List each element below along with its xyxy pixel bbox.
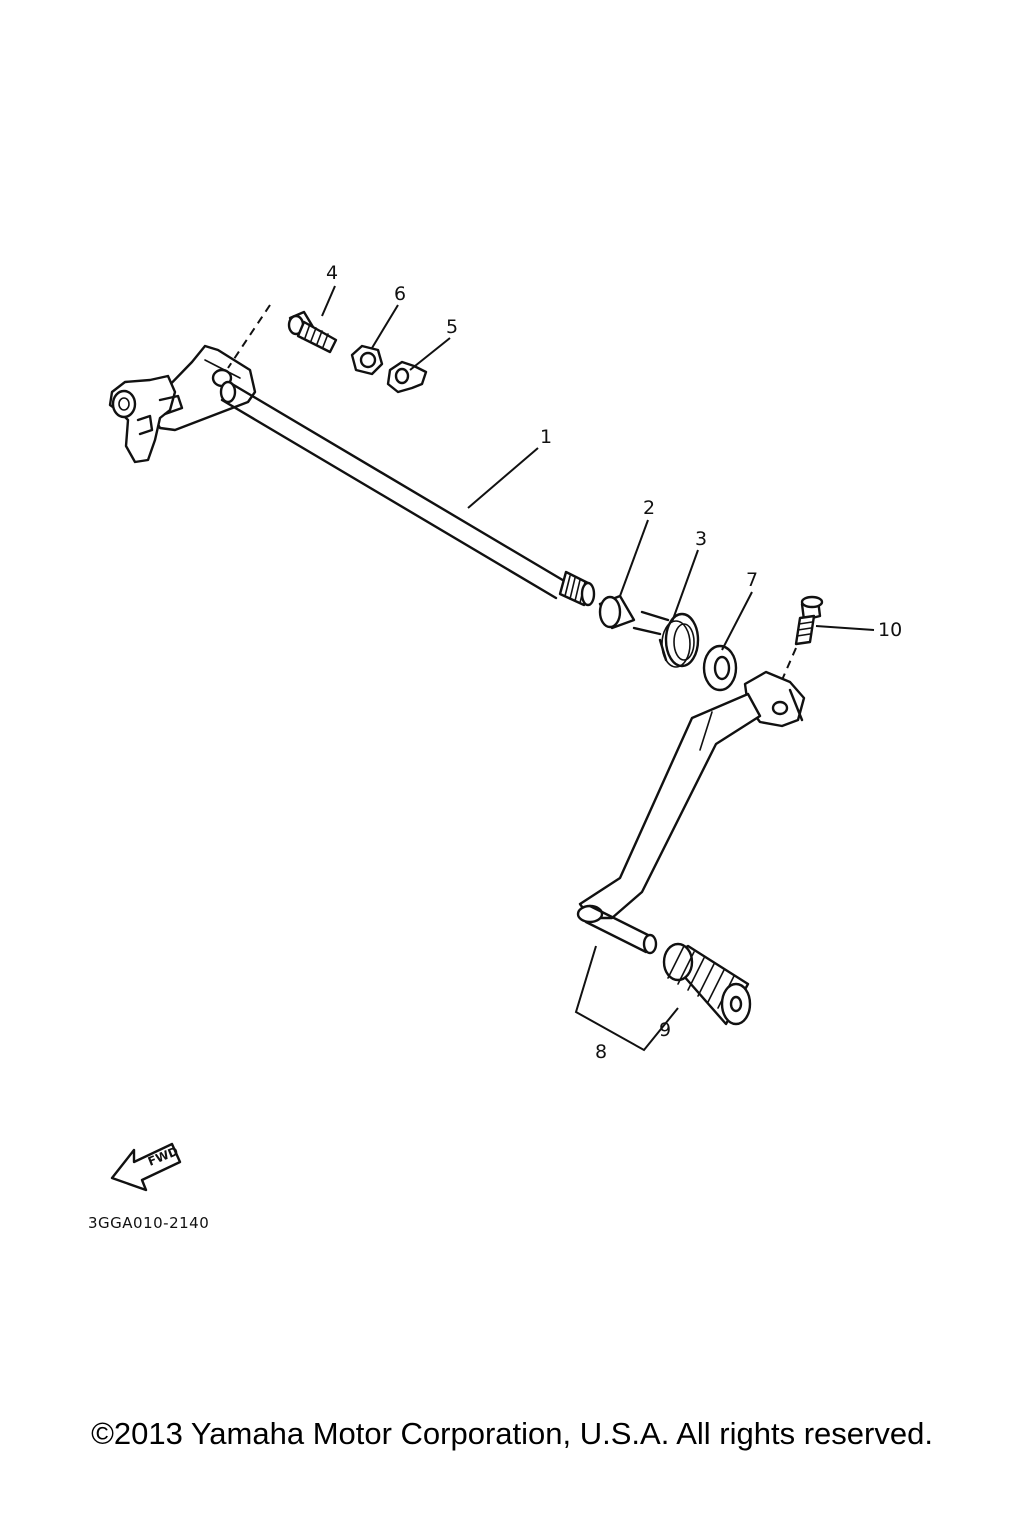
leader-lines (321, 285, 875, 1052)
return-spring-part (632, 610, 700, 668)
pinch-bolt-part (781, 595, 824, 681)
bolt-part (227, 304, 338, 369)
shift-pedal-part (576, 670, 806, 955)
callout-10: 10 (878, 619, 902, 641)
callout-8: 8 (595, 1041, 607, 1063)
washer-part (702, 644, 738, 692)
pedal-rubber-part (662, 942, 752, 1026)
nut-part (350, 344, 384, 376)
callout-7: 7 (746, 569, 758, 591)
collar-part (598, 594, 636, 630)
fwd-arrow-icon: FWD (110, 1142, 182, 1192)
callout-4: 4 (326, 262, 338, 284)
callout-5: 5 (446, 316, 458, 338)
callout-2: 2 (643, 497, 655, 519)
lock-washer-part (386, 360, 428, 394)
callout-numbers: 1 2 3 4 5 6 7 8 9 10 (326, 262, 902, 1063)
callout-3: 3 (695, 528, 707, 550)
callout-9: 9 (659, 1019, 671, 1041)
shift-shaft-part (219, 380, 596, 607)
callout-1: 1 (540, 426, 552, 448)
drawing-code: 3GGA010-2140 (88, 1214, 209, 1232)
copyright-notice: ©2013 Yamaha Motor Corporation, U.S.A. A… (91, 1416, 933, 1451)
shift-arm-assembly (108, 344, 257, 464)
callout-6: 6 (394, 283, 406, 305)
